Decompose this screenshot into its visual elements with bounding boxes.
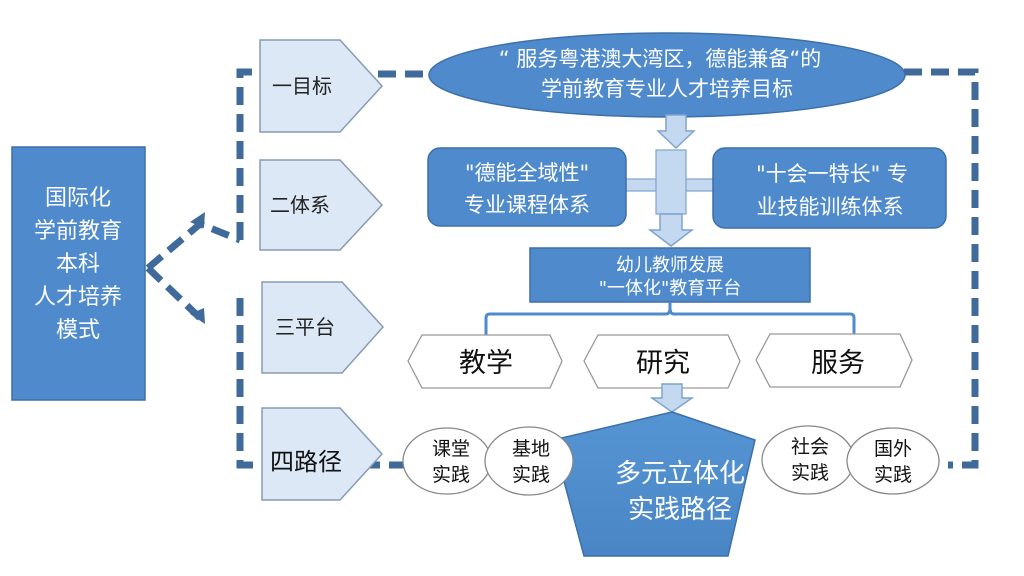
system-right-line-1: "十会一特长" 专 bbox=[756, 162, 908, 186]
platform-item-label: 服务 bbox=[811, 348, 865, 379]
connector-goal-right bbox=[904, 68, 979, 469]
connector-root-up bbox=[145, 219, 242, 271]
path-center-line-1: 多元立体化 bbox=[615, 459, 745, 489]
practice-line-1: 国外 bbox=[874, 438, 912, 460]
stage-label: 四路径 bbox=[270, 448, 342, 476]
practice-line-1: 课堂 bbox=[432, 438, 470, 460]
root-line-5: 模式 bbox=[56, 318, 100, 343]
system-box-skills: "十会一特长" 专 业技能训练体系 bbox=[712, 147, 947, 229]
stage-label: 二体系 bbox=[270, 193, 330, 217]
platform-bracket bbox=[484, 302, 856, 336]
stage-label: 三平台 bbox=[275, 315, 335, 339]
goal-line-2: 学前教育专业人才培养目标 bbox=[541, 77, 793, 101]
arrow-down-icon bbox=[656, 114, 696, 150]
stage-tag-platform: 三平台 bbox=[261, 281, 385, 374]
platform-item-service: 服务 bbox=[755, 333, 913, 388]
stage-label: 一目标 bbox=[272, 74, 332, 98]
platform-item-label: 研究 bbox=[636, 348, 690, 379]
stage-tag-system: 二体系 bbox=[259, 159, 384, 251]
arrow-tip-up bbox=[190, 212, 205, 228]
practice-line-2: 实践 bbox=[874, 464, 912, 486]
system-left-line-1: "德能全域性" bbox=[465, 161, 589, 185]
cross-connector bbox=[623, 149, 717, 215]
path-center-line-2: 实践路径 bbox=[628, 495, 732, 525]
system-left-line-2: 专业课程体系 bbox=[464, 193, 590, 217]
practice-line-1: 基地 bbox=[512, 438, 550, 460]
root-line-4: 人才培养 bbox=[34, 285, 122, 310]
practice-line-2: 实践 bbox=[791, 462, 829, 484]
platform-item-teaching: 教学 bbox=[407, 334, 563, 389]
platform-item-label: 教学 bbox=[459, 348, 513, 379]
practice-classroom: 课堂 实践 bbox=[402, 427, 492, 495]
platform-box: 幼儿教师发展 "一体化"教育平台 bbox=[529, 247, 811, 303]
practice-line-2: 实践 bbox=[432, 464, 470, 486]
practice-overseas: 国外 实践 bbox=[846, 427, 940, 495]
path-pentagon: 多元立体化 实践路径 bbox=[552, 411, 756, 557]
platform-line-1: 幼儿教师发展 bbox=[616, 255, 724, 276]
root-line-3: 本科 bbox=[56, 252, 100, 277]
root-box: 国际化 学前教育 本科 人才培养 模式 bbox=[11, 146, 146, 401]
stage-tag-path: 四路径 bbox=[261, 407, 384, 501]
arrow-tip-down bbox=[190, 308, 205, 324]
connector-root-to-path bbox=[236, 298, 262, 469]
practice-line-2: 实践 bbox=[512, 464, 550, 486]
goal-ellipse: “ 服务粤港澳大湾区，德能兼备“的 学前教育专业人才培养目标 bbox=[428, 32, 906, 118]
practice-base: 基地 实践 bbox=[484, 426, 574, 496]
platform-line-2: "一体化"教育平台 bbox=[599, 278, 742, 299]
arrow-down-icon bbox=[647, 213, 695, 247]
connector-root-down bbox=[145, 265, 203, 321]
practice-social: 社会 实践 bbox=[761, 425, 855, 495]
root-line-1: 国际化 bbox=[45, 186, 111, 211]
goal-line-1: “ 服务粤港澳大湾区，德能兼备“的 bbox=[499, 47, 821, 71]
practice-line-1: 社会 bbox=[791, 436, 829, 458]
stage-tag-goal: 一目标 bbox=[259, 39, 384, 133]
root-line-2: 学前教育 bbox=[34, 219, 122, 244]
arrow-down-icon bbox=[649, 383, 695, 413]
system-right-line-2: 业技能训练体系 bbox=[757, 195, 904, 219]
connector-root-to-goal bbox=[236, 68, 262, 240]
platform-item-research: 研究 bbox=[583, 334, 741, 389]
system-box-curriculum: "德能全域性" 专业课程体系 bbox=[427, 147, 627, 227]
